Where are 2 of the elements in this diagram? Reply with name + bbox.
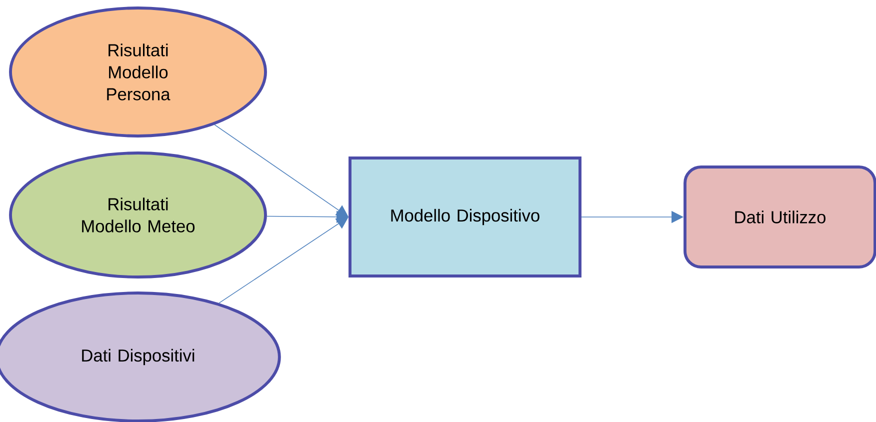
output-box: Dati Utilizzo (684, 166, 876, 268)
process-box: Modello Dispositivo (348, 156, 582, 278)
